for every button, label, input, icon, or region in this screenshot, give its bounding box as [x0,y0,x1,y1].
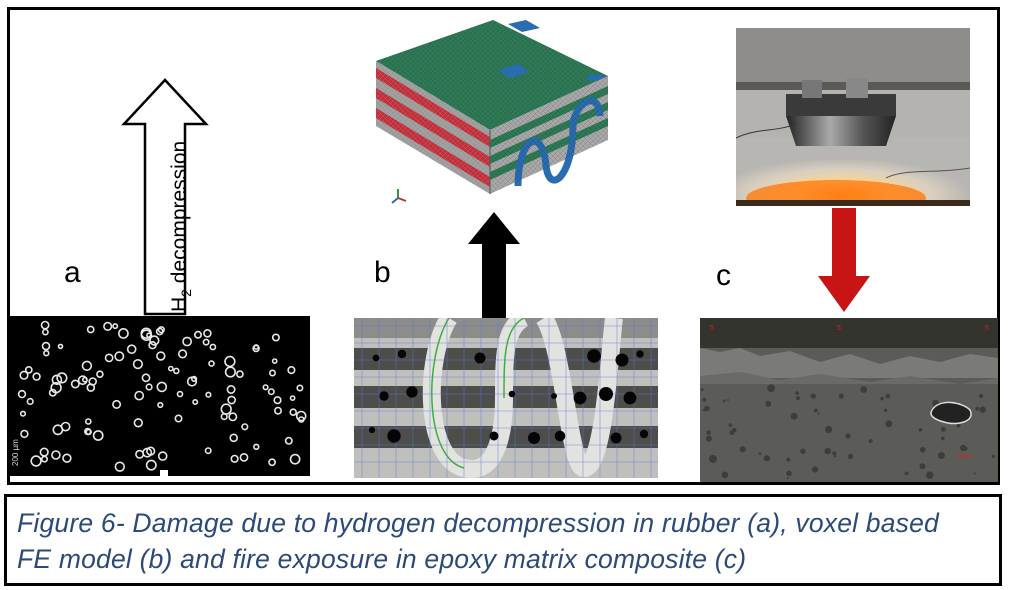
caption-line-2: FE model (b) and fire exposure in epoxy … [17,544,747,574]
voxel-fe-model-image [376,20,608,204]
svg-text:1mm: 1mm [958,454,971,460]
figure-caption: Figure 6- Damage due to hydrogen decompr… [17,505,989,577]
svg-text:5: 5 [985,325,989,332]
panel-label-b: b [374,256,391,289]
caption-line-1: Figure 6- Damage due to hydrogen decompr… [17,508,939,538]
decompression-arrow [121,78,209,316]
red-down-arrow [818,208,870,312]
arrow-label-h: H [168,296,191,312]
panel-label-c: c [716,259,731,292]
caption-box: Figure 6- Damage due to hydrogen decompr… [4,494,1002,586]
fire-damaged-composite-image: 5 5 5 1mm [700,318,998,482]
composite-cross-section-image [354,318,658,478]
arrow-label-subscript: 2 [178,289,195,297]
svg-text:5: 5 [710,325,714,332]
svg-text:200 µm: 200 µm [11,439,20,466]
arrow-label-text: decompression [168,140,191,290]
panel-label-a: a [64,256,81,289]
rubber-micrograph-image: 200 µm [10,316,310,476]
fire-test-photo-image [736,28,970,206]
arrow-label: H2 decompression [168,141,194,312]
black-up-arrow [468,212,520,318]
svg-text:5: 5 [837,325,841,332]
